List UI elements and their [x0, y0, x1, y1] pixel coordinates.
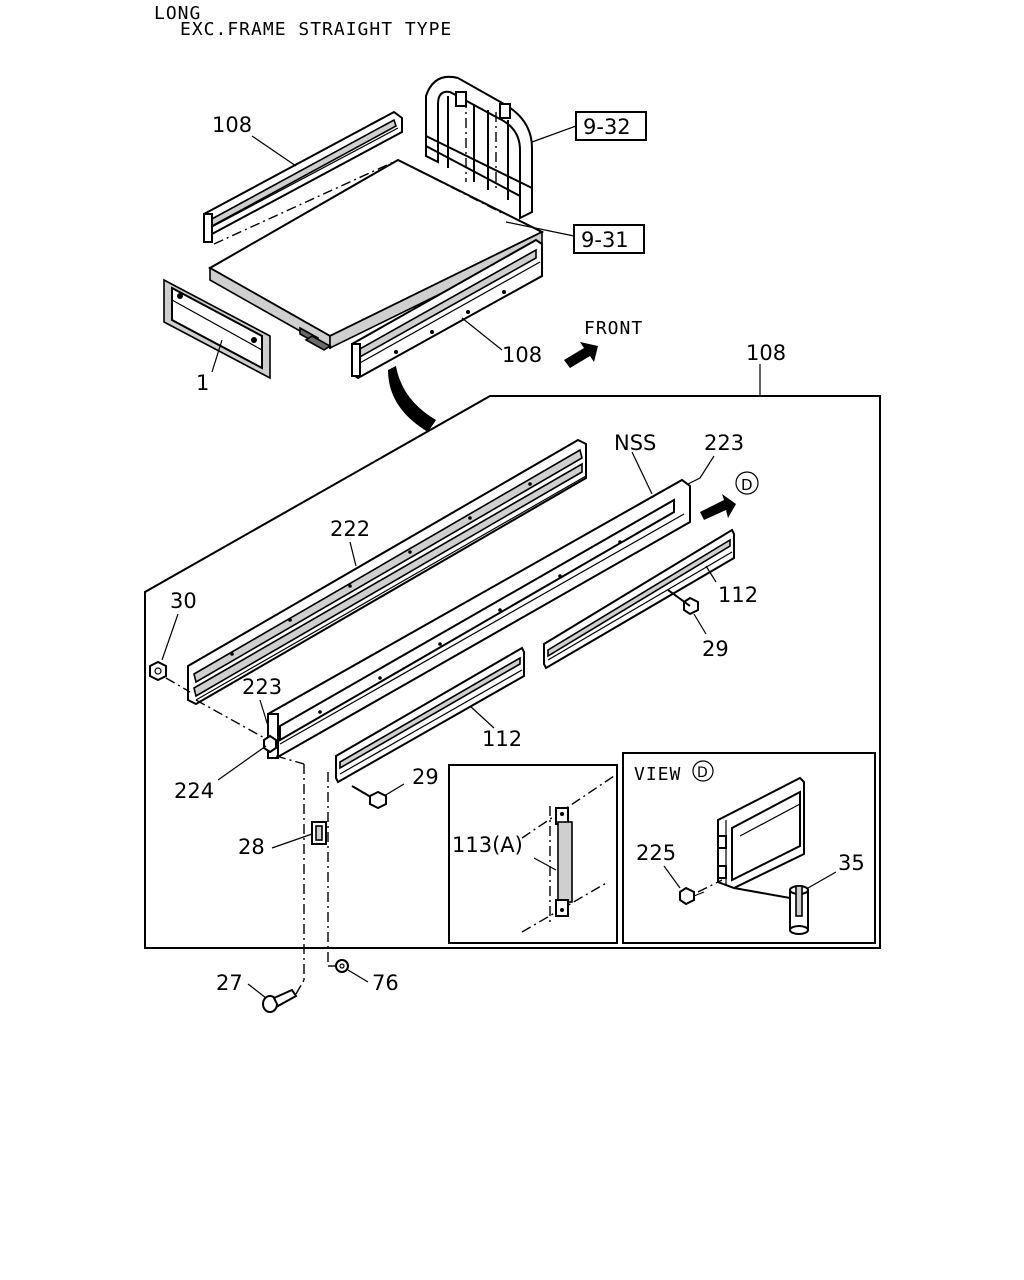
inset-113a-box	[448, 764, 618, 944]
label-35: 35	[838, 851, 865, 875]
bolt-29-mid	[351, 785, 387, 810]
label-222: 222	[330, 517, 370, 541]
leader-35	[807, 871, 837, 889]
view-d-detail	[697, 776, 805, 899]
bolt-29-right	[667, 589, 699, 616]
leader-108-top	[251, 135, 297, 167]
label-1: 1	[196, 371, 209, 395]
overview-assembly	[163, 75, 598, 432]
leader-9-32	[531, 125, 577, 143]
header-line-2: EXC.FRAME STRAIGHT TYPE	[180, 19, 453, 40]
label-223-top: 223	[704, 431, 744, 455]
label-76: 76	[372, 971, 399, 995]
label-225: 225	[636, 841, 676, 865]
leader-112-right	[705, 565, 717, 583]
leader-112-mid	[469, 705, 495, 729]
label-9-32: 9-32	[583, 115, 631, 139]
leader-113a	[533, 857, 557, 871]
bolt-225	[679, 886, 705, 906]
leader-29-mid	[383, 783, 405, 797]
leader-108-mid	[461, 317, 503, 351]
leader-30	[161, 613, 179, 661]
nut-30-axis	[165, 677, 191, 693]
cab-guard	[425, 75, 533, 220]
side-gate-108-top	[203, 110, 403, 243]
side-gate-108-mid	[351, 238, 543, 380]
detail-arrow	[388, 366, 436, 432]
ref-box-9-32	[575, 111, 647, 141]
front-arrow-icon	[564, 342, 598, 368]
label-view: VIEW	[634, 764, 681, 785]
nut-30	[149, 660, 167, 682]
hinge-axis-a	[275, 755, 305, 765]
view-d-circle	[735, 471, 759, 495]
header-line-1: LONG	[154, 3, 202, 24]
panel-dash-link	[195, 699, 269, 741]
view-d-arrow-icon	[700, 494, 736, 520]
leader-222	[349, 541, 357, 567]
label-nss: NSS	[614, 431, 656, 455]
rail-222	[187, 438, 587, 706]
pin-27	[262, 988, 298, 1013]
label-108-top: 108	[212, 113, 252, 137]
label-30: 30	[170, 589, 197, 613]
label-view-d-inset: D	[697, 765, 708, 781]
label-9-31: 9-31	[581, 228, 629, 252]
leader-1	[211, 339, 223, 373]
roller-35	[789, 885, 809, 935]
leader-223-top	[687, 455, 715, 485]
tail-gate-1	[163, 278, 271, 380]
label-112-mid: 112	[482, 727, 522, 751]
label-108-mid: 108	[502, 343, 542, 367]
label-28: 28	[238, 835, 265, 859]
ref-box-9-31	[573, 224, 645, 254]
pin-axis	[295, 979, 305, 995]
leader-nss	[631, 451, 653, 495]
leader-225	[663, 865, 681, 889]
leader-9-31	[505, 221, 575, 237]
label-112-right: 112	[718, 583, 758, 607]
label-224: 224	[174, 779, 214, 803]
label-29-mid: 29	[412, 765, 439, 789]
bracket-112-right	[543, 528, 735, 670]
label-view-d: D	[741, 476, 753, 494]
detail-frame	[144, 395, 881, 949]
label-29-right: 29	[702, 637, 729, 661]
bracket-112-mid	[335, 646, 525, 784]
leader-27	[247, 983, 267, 999]
washer-76	[335, 959, 349, 973]
label-108-box: 108	[746, 341, 786, 365]
leader-76	[347, 969, 369, 983]
inset-view-d-box	[622, 752, 876, 944]
fastener-224	[263, 734, 277, 754]
view-d-inset-circle	[692, 760, 714, 782]
label-113a: 113(A)	[452, 833, 523, 857]
leader-28	[271, 833, 313, 849]
part-113a	[521, 775, 615, 933]
floor-platform	[207, 158, 545, 351]
hinge-28	[311, 821, 327, 845]
leader-224	[217, 745, 267, 781]
panel-nss	[267, 478, 691, 760]
label-27: 27	[216, 971, 243, 995]
label-front: FRONT	[584, 318, 643, 339]
label-223-left: 223	[242, 675, 282, 699]
leader-223-left	[259, 699, 269, 727]
leader-29-right	[693, 613, 707, 635]
